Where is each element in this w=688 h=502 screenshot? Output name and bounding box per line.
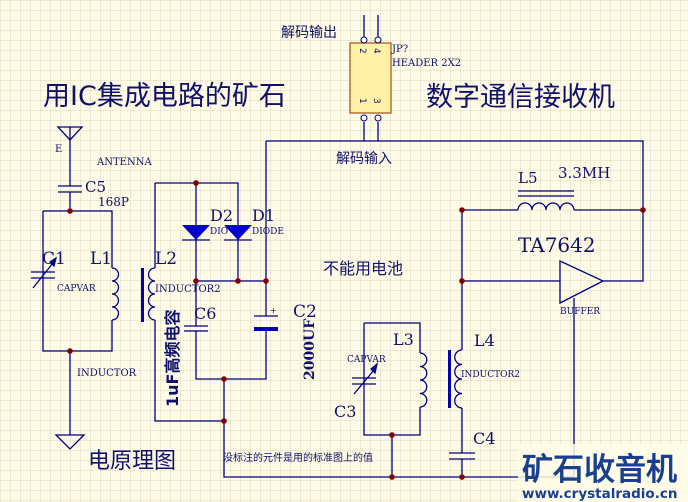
c3-name: C3: [334, 402, 356, 421]
header-designator: JP?: [391, 44, 408, 55]
antenna-type: ANTENNA: [96, 157, 152, 168]
pin-3-label: 3: [371, 98, 381, 104]
c1-type: CAPVAR: [57, 284, 96, 294]
pin-4-label: 4: [371, 48, 381, 54]
header-type: HEADER 2X2: [392, 58, 461, 69]
l4-type: INDUCTOR2: [461, 370, 520, 380]
component-note: 没标注的元件是用的标准图上的值: [223, 451, 373, 464]
l5-name: L5: [518, 169, 538, 187]
junction-dots: [67, 180, 646, 480]
no-battery-note: 不能用电池: [323, 259, 403, 278]
inductor-l3: [419, 352, 428, 408]
d1-type: DIODE: [252, 227, 284, 237]
ic-name: TA7642: [518, 233, 596, 257]
l4-core: [448, 350, 451, 408]
l5-value: 3.3MH: [558, 164, 610, 182]
diode-d2: [182, 225, 210, 241]
decode-input-label: 解码输入: [336, 151, 392, 167]
d1-name: D1: [252, 206, 275, 225]
c4-name: C4: [473, 429, 495, 448]
l1-name: L1: [90, 249, 112, 269]
c6-value: 1uF高频电容: [163, 310, 182, 407]
decode-output-label: 解码输出: [281, 25, 337, 41]
c6-name: C6: [194, 304, 216, 323]
inductor-l4: [454, 349, 463, 409]
c1-name: C1: [42, 249, 66, 269]
ground-icon: [54, 434, 86, 450]
logo-text: 矿石收音机: [522, 452, 677, 488]
title-left: 用IC集成电路的矿石: [43, 81, 286, 112]
header-connector[interactable]: 2 4 1 3: [349, 36, 392, 122]
l1-type: INDUCTOR: [77, 368, 137, 379]
inductor-l2: [147, 267, 156, 321]
l2-name: L2: [155, 249, 177, 269]
antenna-icon: [56, 126, 84, 141]
logo-url: www.crystalradio.cn: [522, 486, 677, 502]
c3-type: CAPVAR: [347, 355, 386, 365]
c2-name: C2: [293, 302, 317, 322]
varcap-c1: [31, 256, 58, 289]
pin-1-label: 1: [357, 98, 367, 104]
c2-value: 2000UF: [302, 319, 318, 380]
pin-2-label: 2: [357, 48, 367, 54]
c5-value: 168P: [98, 195, 129, 209]
c5-name: C5: [85, 178, 106, 196]
l2-core: [141, 268, 144, 322]
capacitor-c4: [449, 452, 475, 460]
l4-name: L4: [474, 331, 495, 350]
diagram-label: 电原理图: [88, 449, 176, 474]
diode-d1: [224, 225, 252, 241]
varcap-c3: [352, 362, 379, 395]
ic-type: BUFFER: [560, 307, 600, 317]
buffer-ic: [559, 259, 605, 305]
l3-name: L3: [393, 330, 414, 349]
capacitor-c2: +: [254, 306, 278, 331]
inductor-l5: [517, 190, 575, 211]
d2-type: DIO: [210, 227, 228, 237]
d2-name: D2: [210, 206, 233, 225]
title-right: 数字通信接收机: [426, 82, 615, 113]
capacitor-c5: [58, 185, 82, 193]
antenna-label: E: [55, 144, 62, 155]
wires: [42, 15, 644, 478]
inductor-l1: [111, 267, 120, 321]
l2-type: INDUCTOR2: [155, 284, 221, 295]
logo-backdrop: [518, 444, 688, 502]
svg-text:+: +: [270, 306, 277, 315]
capacitor-c6: [184, 325, 208, 332]
